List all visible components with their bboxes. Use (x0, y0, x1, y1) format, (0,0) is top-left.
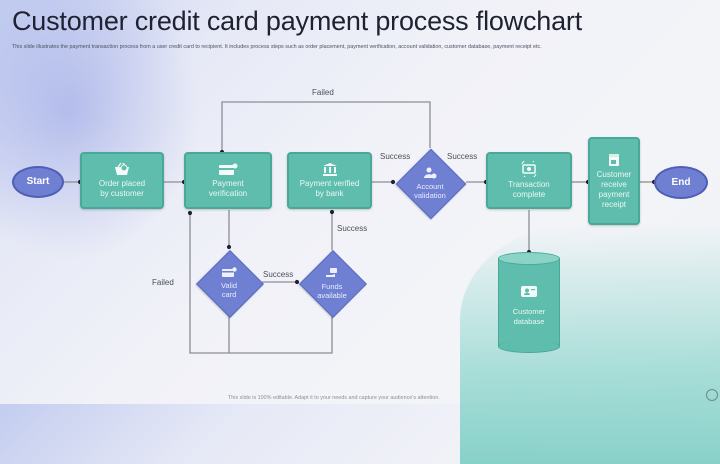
connector-lines (64, 101, 657, 354)
edge-label-failed-top: Failed (312, 88, 334, 97)
funds-available-line2: available (317, 290, 347, 300)
valid-card-line1: Valid (220, 281, 238, 290)
payment-verified-bank-node: Payment verified by bank (287, 152, 372, 209)
transaction-complete-line2: complete (512, 190, 546, 199)
receipt-icon (609, 153, 619, 166)
payment-verified-bank-line1: Payment verified (299, 179, 360, 188)
end-label: End (671, 176, 691, 188)
corner-ring-icon (706, 389, 718, 401)
payment-verification-line1: Payment (212, 178, 244, 188)
edge-label-success-bank-account: Success (380, 152, 411, 161)
transaction-complete-node: Transaction complete (486, 152, 572, 209)
customer-receipt-node: Customer receive payment receipt (588, 137, 640, 225)
hand-money-icon (326, 267, 337, 277)
footer-note: This slide is 100% editable. Adapt it to… (228, 395, 440, 401)
end-node: End (654, 166, 708, 199)
order-placed-node: Order placed by customer (80, 152, 164, 209)
account-validation-line1: Account (416, 181, 444, 191)
page-title: Customer credit card payment process flo… (12, 6, 583, 36)
order-placed-line2: by customer (100, 189, 144, 198)
valid-card-decision: Valid card (194, 248, 264, 318)
customer-database-line2: database (513, 316, 545, 326)
credit-card-icon (219, 163, 238, 175)
shopping-basket-icon (115, 162, 129, 175)
edge-label-failed-left: Failed (152, 278, 174, 287)
customer-database-line1: Customer (512, 306, 546, 316)
edge-label-success-valid-funds: Success (263, 270, 294, 279)
customer-receipt-line3: payment (598, 189, 630, 199)
account-validation-line2: validation (414, 190, 446, 200)
funds-available-decision: Funds available (297, 248, 367, 318)
funds-available-line1: Funds (321, 281, 343, 291)
money-exchange-icon (521, 161, 537, 177)
bank-icon (322, 163, 337, 176)
valid-card-line2: card (221, 290, 237, 299)
transaction-complete-line1: Transaction (508, 180, 550, 189)
start-label: Start (26, 176, 50, 187)
start-node: Start (12, 166, 64, 198)
customer-receipt-line4: receipt (601, 199, 626, 209)
edge-label-success-funds-bank: Success (337, 224, 368, 233)
card-check-icon (222, 267, 237, 277)
payment-verified-bank-line2: by bank (315, 189, 344, 198)
payment-verification-node: Payment verification (184, 152, 272, 209)
edge-label-success-account-transaction: Success (447, 152, 478, 161)
page-subtitle: This slide illustrates the payment trans… (12, 44, 542, 50)
payment-verification-line2: verification (208, 188, 248, 198)
customer-receipt-line2: receive (601, 179, 627, 189)
user-check-icon (424, 167, 437, 178)
order-placed-line1: Order placed (98, 179, 146, 188)
customer-receipt-line1: Customer (596, 169, 632, 179)
account-validation-decision: Account validation (395, 148, 467, 220)
customer-database-node: Customer database (498, 252, 560, 353)
id-card-icon (521, 285, 537, 297)
